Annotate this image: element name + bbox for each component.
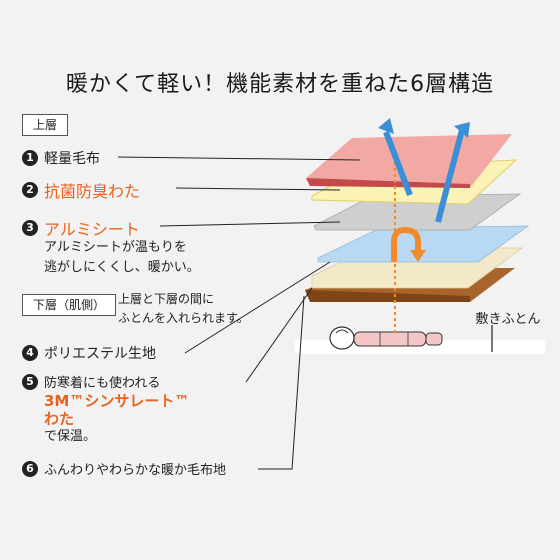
number-badge: 6 <box>22 460 38 477</box>
layer-label: 軽量毛布 <box>44 151 100 167</box>
aluminum-desc-line-1: アルミシートが温もりを <box>44 240 187 255</box>
blue-arrow-icon <box>378 118 470 223</box>
number-badge: 1 <box>22 150 38 166</box>
layer-item-2: 2 抗菌防臭わた <box>22 178 140 202</box>
orange-arrow-icon <box>391 226 426 262</box>
upper-layer-tag: 上層 <box>22 114 69 136</box>
number-badge: 4 <box>22 345 38 361</box>
layer-label: 防寒着にも使われる <box>44 376 161 391</box>
lower-desc-line-1: 上層と下層の間に <box>118 292 215 306</box>
layer-item-4: 4 ポリエステル生地 <box>22 343 156 363</box>
number-badge: 2 <box>22 182 38 198</box>
layer-label: 抗菌防臭わた <box>44 182 141 201</box>
layer-label: ふんわりやわらかな暖か毛布地 <box>44 463 227 478</box>
lower-desc-line-2: ふとんを入れられます。 <box>118 311 249 325</box>
lower-layer-tag: 下層（肌側） <box>22 294 117 316</box>
layer-item-5: 5 防寒着にも使われる <box>22 372 160 391</box>
futon-label: 敷きふとん <box>475 312 540 327</box>
thinsulate-desc: で保温。 <box>44 429 97 444</box>
lower-description: 上層と下層の間に ふとんを入れられます。 <box>118 290 249 328</box>
page-title: 暖かくて軽い！機能素材を重ねた6層構造 <box>65 72 495 97</box>
number-badge: 3 <box>22 220 38 236</box>
leader-lines <box>117 156 361 470</box>
layer-label: アルミシート <box>44 220 140 239</box>
aluminum-desc-line-2: 逃がしにくくし、暖かい。 <box>44 260 200 275</box>
layer-4-polyester <box>317 225 530 263</box>
thinsulate-brand: 3M™シンサレート™ <box>44 392 190 410</box>
thinsulate-brand-2: わた <box>44 410 75 428</box>
layer-item-3: 3 アルミシート <box>22 216 140 240</box>
layer-item-1: 1 軽量毛布 <box>22 148 100 168</box>
thinsulate-block: 3M™シンサレート™ わた で保温。 <box>44 392 189 446</box>
layer-label: ポリエステル生地 <box>44 346 156 362</box>
layer-item-6: 6 ふんわりやわらかな暖か毛布地 <box>22 459 226 478</box>
sleeping-person-icon <box>329 326 443 350</box>
aluminum-description: アルミシートが温もりを 逃がしにくくし、暖かい。 <box>44 238 200 278</box>
number-badge: 5 <box>22 373 38 390</box>
